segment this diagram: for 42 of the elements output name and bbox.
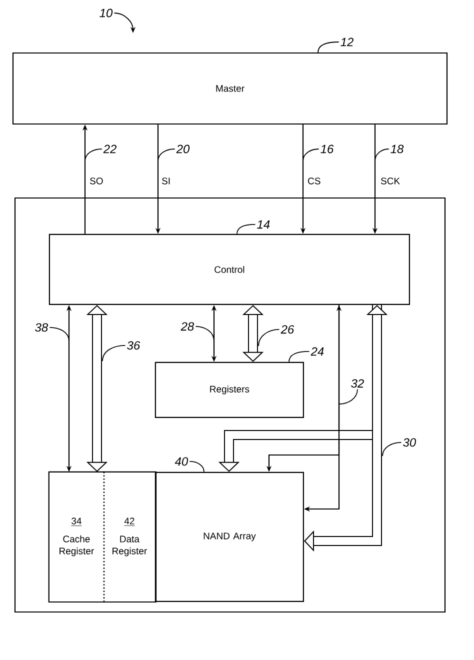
registers-box: Registers — [154, 362, 304, 418]
reference-numeral: 24 — [310, 347, 324, 356]
reference-numeral: 12 — [340, 38, 354, 46]
reference-numeral: 30 — [403, 438, 416, 447]
reference-numeral: 32 — [351, 379, 364, 388]
leader-line — [374, 148, 390, 162]
leader-line — [49, 327, 70, 342]
leader-line — [288, 351, 310, 362]
reference-numeral: 10 — [100, 8, 113, 18]
leader-line — [189, 461, 204, 472]
reference-numeral: 22 — [103, 144, 116, 154]
reference-numeral: 36 — [127, 341, 140, 350]
nand-array-box: NAND Array — [154, 472, 304, 602]
reference-numeral: 26 — [280, 325, 294, 334]
reference-numeral: 38 — [35, 323, 48, 332]
edge-label: CS — [308, 178, 320, 184]
control-box: Control — [48, 234, 410, 305]
bus-arrow — [86, 305, 108, 472]
master-box: Master — [12, 52, 448, 125]
edge-label: SI — [162, 178, 170, 184]
leader-line — [302, 148, 320, 162]
cache-register-cell: 34 Cache Register — [48, 471, 105, 603]
reference-numeral: 16 — [320, 144, 334, 154]
leader-line — [84, 148, 102, 162]
data-register-cell: 42 Data Register — [102, 471, 157, 603]
device-box — [14, 197, 446, 613]
leader-line — [258, 329, 280, 346]
edge-label: SCK — [381, 178, 400, 184]
leader-line — [158, 148, 176, 162]
leader-line — [318, 42, 340, 53]
leader-line — [338, 388, 358, 404]
edge-label: SO — [90, 178, 103, 184]
leader-line — [382, 442, 402, 456]
reference-numeral: 14 — [257, 220, 270, 229]
reference-numeral: 28 — [180, 322, 194, 331]
leader-line — [195, 326, 214, 342]
reference-numeral: 40 — [174, 457, 188, 466]
leader-line — [102, 345, 126, 362]
reference-numeral: 20 — [176, 144, 190, 154]
leader-line — [236, 224, 256, 234]
bus-arrow — [242, 305, 264, 362]
reference-numeral: 18 — [390, 144, 404, 154]
